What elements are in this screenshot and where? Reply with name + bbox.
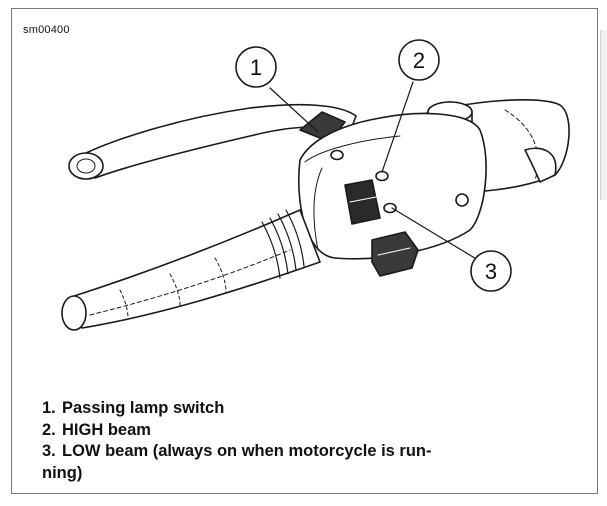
legend-text: LOW beam (always on when motorcycle is r… [62,442,432,460]
figure-legend: 1. Passing lamp switch 2. HIGH beam 3. L… [42,398,592,484]
callout-2-leader [381,81,414,173]
lever-ball-end [68,152,104,180]
callout-1-leader [269,87,319,133]
callout-1-circle [235,46,277,88]
legend-continuation: ning) [42,463,83,482]
legend-item: 2. HIGH beam [42,420,592,442]
dimmer-switch [344,179,381,225]
legend-text: Passing lamp switch [62,399,225,417]
legend-number: 1. [42,399,56,417]
legend-text: HIGH beam [62,420,151,439]
callout-2-number: 2 [413,48,425,73]
switch-housing [297,112,487,260]
legend-number: 2. [42,420,56,439]
legend-item: 3. LOW beam (always on when motorcycle i… [42,441,592,463]
callout-1-number: 1 [250,55,262,80]
callout-3-number: 3 [485,259,497,284]
callout-2-circle [398,39,440,81]
callout-3-leader [391,207,479,261]
legend-number: 3. [42,442,56,460]
page-edge-strip [600,30,607,200]
handlebar-grip [67,209,321,329]
legend-item: 1. Passing lamp switch [42,398,592,420]
callout-3-circle [470,250,512,292]
figure-id-label: sm00400 [23,24,70,36]
